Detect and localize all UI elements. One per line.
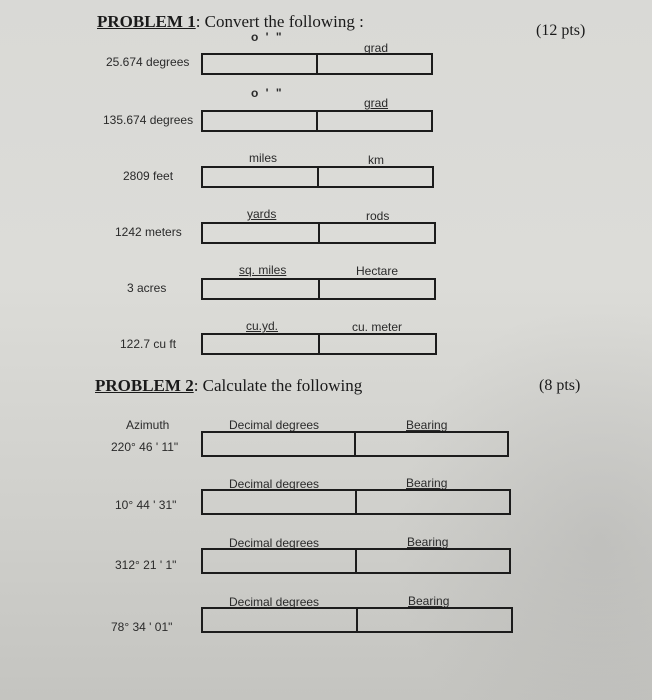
sq-miles-header: sq. miles [239,263,287,277]
bearing-header: Bearing [408,594,450,608]
hectare-header: Hectare [356,264,399,278]
answer-cell-bearing[interactable] [357,550,509,572]
azimuth-angle: 312° 21 ' 1" [115,558,177,572]
answer-cell-decimal[interactable] [203,491,357,513]
decimal-degrees-header: Decimal degrees [229,477,320,491]
answer-cell-decimal[interactable] [203,609,358,631]
problem-1-instruction: : Convert the following : [195,12,364,31]
answer-box[interactable] [201,278,436,300]
answer-cell-sq-miles[interactable] [203,280,320,298]
azimuth-angle: 220° 46 ' 11" [111,440,179,454]
problem-1-label: PROBLEM 1 [97,12,196,31]
grad-header: grad [364,96,389,110]
answer-cell-bearing[interactable] [357,491,509,513]
bearing-header: Bearing [406,418,448,432]
decimal-degrees-header: Decimal degrees [229,595,320,609]
row-label: 122.7 cu ft [120,337,177,351]
problem-1-points: (12 pts) [536,22,586,39]
answer-box[interactable] [201,489,511,515]
bearing-header: Bearing [406,476,448,490]
answer-box[interactable] [201,607,513,633]
dms-header: o ' " [251,86,284,100]
answer-cell-decimal[interactable] [203,433,356,455]
answer-cell-bearing[interactable] [358,609,511,631]
answer-box[interactable] [201,333,437,355]
answer-cell-miles[interactable] [203,168,319,186]
answer-cell-grad[interactable] [318,55,431,73]
bearing-header: Bearing [407,535,449,549]
answer-cell-dms[interactable] [203,55,318,73]
dms-header: o ' " [251,30,284,44]
row-label: 1242 meters [115,225,182,239]
problem-2-points: (8 pts) [539,377,581,394]
cu-meter-header: cu. meter [352,320,403,334]
answer-cell-grad[interactable] [318,112,431,130]
answer-cell-cu-meter[interactable] [320,335,435,353]
problem-2-label: PROBLEM 2 [95,376,194,395]
azimuth-angle: 78° 34 ' 01" [111,620,173,634]
answer-box[interactable] [201,53,433,75]
row-label: 2809 feet [123,169,174,183]
answer-box[interactable] [201,548,511,574]
answer-box[interactable] [201,431,509,457]
yards-header: yards [247,207,277,221]
grad-header: grad [364,41,389,55]
azimuth-angle: 10° 44 ' 31" [115,498,177,512]
answer-box[interactable] [201,222,436,244]
problem-2-title: PROBLEM 2: Calculate the following [95,376,362,396]
row-label: 25.674 degrees [106,55,190,69]
cu-yd-header: cu.yd. [246,319,279,333]
answer-cell-hectare[interactable] [320,280,435,298]
km-header: km [368,153,384,167]
answer-cell-rods[interactable] [320,224,435,242]
problem-2-instruction: : Calculate the following [193,376,363,395]
row-label: 3 acres [127,281,167,295]
row-label: 135.674 degrees [103,113,194,127]
answer-cell-bearing[interactable] [356,433,507,455]
answer-cell-dms[interactable] [203,112,318,130]
answer-cell-decimal[interactable] [203,550,357,572]
answer-cell-yards[interactable] [203,224,320,242]
answer-box[interactable] [201,110,433,132]
decimal-degrees-header: Decimal degrees [229,536,320,550]
answer-box[interactable] [201,166,434,188]
miles-header: miles [249,151,278,165]
decimal-degrees-header: Decimal degrees [229,418,320,432]
answer-cell-km[interactable] [319,168,433,186]
rods-header: rods [366,209,390,223]
answer-cell-cu-yd[interactable] [203,335,320,353]
problem-1-title: PROBLEM 1: Convert the following : [97,12,364,32]
azimuth-header: Azimuth [126,418,170,432]
